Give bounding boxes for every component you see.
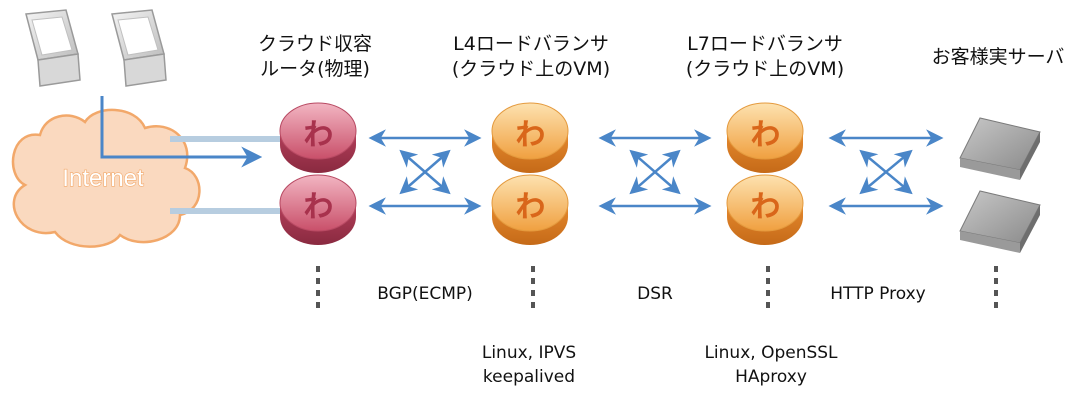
- internet-label: Internet: [62, 165, 144, 192]
- l4-software-label: Linux, IPVS keepalived: [482, 341, 576, 389]
- link-arrow: [399, 149, 451, 195]
- laptop-icon: [25, 9, 81, 87]
- l7-vm-icon: ゎ: [726, 102, 804, 173]
- l7-software-label: Linux, OpenSSL HAproxy: [704, 341, 837, 389]
- device-glyph: ゎ: [300, 184, 336, 225]
- router-icon: ゎ: [279, 174, 357, 245]
- router-column-label: クラウド収容 ルータ(物理): [258, 32, 372, 82]
- l7-label-line1: L7ロードバランサ: [687, 33, 843, 55]
- bgp-ecmp-label: BGP(ECMP): [377, 284, 473, 304]
- l4-label-line2: (クラウド上のVM): [451, 58, 611, 80]
- internet-cloud-icon: [11, 108, 201, 248]
- l4-software-line2: keepalived: [482, 367, 576, 387]
- l4-software-line1: Linux, IPVS: [481, 343, 577, 363]
- l7-column-label: L7ロードバランサ (クラウド上のVM): [686, 32, 844, 82]
- l4-column-label: L4ロードバランサ (クラウド上のVM): [452, 32, 610, 82]
- router-icon: ゎ: [279, 102, 357, 173]
- link-arrow: [859, 149, 913, 195]
- l7-vm-icon: ゎ: [726, 174, 804, 245]
- l7-software-line2: HAproxy: [735, 367, 807, 387]
- l4-vm-icon: ゎ: [491, 102, 569, 173]
- server-icon: [959, 117, 1041, 180]
- client-link-line: [100, 96, 263, 168]
- servers-column-label: お客様実サーバ: [932, 45, 1065, 70]
- l4-vm-icon: ゎ: [491, 174, 569, 245]
- server-icon: [959, 190, 1041, 253]
- router-label-line1: クラウド収容: [257, 33, 373, 55]
- l4-label-line1: L4ロードバランサ: [453, 33, 609, 55]
- device-glyph: ゎ: [512, 112, 548, 153]
- device-glyph: ゎ: [747, 112, 783, 153]
- device-glyph: ゎ: [747, 184, 783, 225]
- link-arrow: [629, 149, 681, 195]
- device-glyph: ゎ: [300, 112, 336, 153]
- l7-software-line1: Linux, OpenSSL: [704, 343, 838, 363]
- dsr-label: DSR: [637, 284, 673, 304]
- http-proxy-label: HTTP Proxy: [830, 284, 926, 304]
- servers-label-line1: お客様実サーバ: [931, 46, 1065, 68]
- laptop-icon: [111, 9, 167, 87]
- router-label-line2: ルータ(物理): [260, 58, 370, 80]
- device-glyph: ゎ: [512, 184, 548, 225]
- l7-label-line2: (クラウド上のVM): [685, 58, 845, 80]
